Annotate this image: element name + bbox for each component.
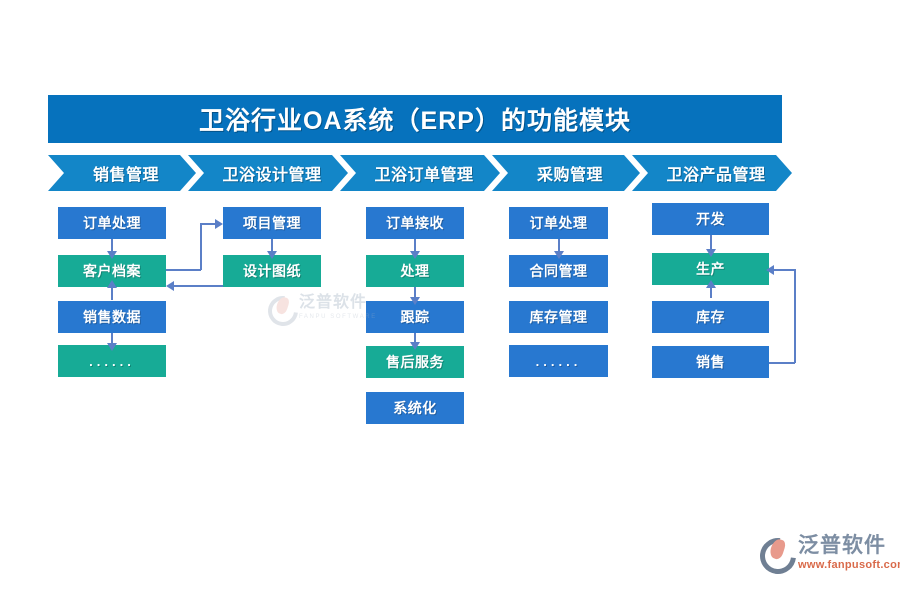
flow-line-horizontal bbox=[200, 223, 215, 225]
flow-line-horizontal bbox=[769, 362, 795, 364]
flow-arrow-vertical bbox=[410, 239, 420, 259]
flow-line-horizontal bbox=[771, 269, 796, 271]
process-box-label: 设计图纸 bbox=[243, 263, 301, 279]
process-box-label: 合同管理 bbox=[529, 263, 588, 279]
flow-arrowhead bbox=[766, 265, 774, 275]
chevron-step-label: 卫浴设计管理 bbox=[222, 167, 322, 184]
process-box[interactable]: 库存管理 bbox=[509, 301, 608, 333]
process-box-label: 开发 bbox=[696, 211, 725, 227]
flow-arrow-vertical bbox=[107, 239, 117, 259]
process-box-label: 销售 bbox=[696, 354, 725, 370]
flow-line-horizontal bbox=[172, 285, 223, 287]
flow-arrow-vertical bbox=[107, 280, 117, 300]
flow-arrowhead bbox=[215, 219, 223, 229]
flow-arrow-vertical bbox=[267, 239, 277, 259]
flow-line-vertical bbox=[200, 223, 202, 270]
fanpu-logo-icon bbox=[752, 530, 804, 582]
process-box-label: 订单处理 bbox=[83, 215, 141, 231]
flow-arrow-vertical bbox=[705, 235, 716, 257]
logo-company-name: 泛普软件 bbox=[798, 534, 886, 557]
process-box[interactable]: 处理 bbox=[366, 255, 464, 287]
chevron-step-label: 采购管理 bbox=[536, 167, 603, 184]
process-box[interactable]: 合同管理 bbox=[509, 255, 608, 287]
chevron-step-label: 卫浴产品管理 bbox=[666, 167, 766, 184]
flow-arrow-vertical bbox=[410, 333, 420, 350]
chevron-step-2[interactable]: 卫浴设计管理 bbox=[188, 155, 348, 191]
process-box[interactable]: ...... bbox=[509, 345, 608, 377]
chevron-step-label: 卫浴订单管理 bbox=[374, 167, 474, 184]
title-banner: 卫浴行业OA系统（ERP）的功能模块 bbox=[48, 95, 782, 143]
process-box-label: ...... bbox=[535, 353, 582, 369]
process-box-label: 客户档案 bbox=[83, 263, 141, 279]
chevron-step-5[interactable]: 卫浴产品管理 bbox=[632, 155, 792, 191]
chevron-step-4[interactable]: 采购管理 bbox=[492, 155, 640, 191]
process-box[interactable]: 订单接收 bbox=[366, 207, 464, 239]
chevron-step-1[interactable]: 销售管理 bbox=[48, 155, 196, 191]
fanpu-logo-mark-icon bbox=[261, 289, 305, 333]
process-box-label: 项目管理 bbox=[243, 215, 301, 231]
process-box-label: 库存管理 bbox=[529, 309, 588, 325]
flow-arrow-vertical bbox=[553, 239, 564, 259]
process-box[interactable]: ...... bbox=[58, 345, 166, 377]
process-box[interactable]: 项目管理 bbox=[223, 207, 321, 239]
process-box[interactable]: 库存 bbox=[652, 301, 769, 333]
flow-arrow-vertical bbox=[107, 333, 117, 351]
process-box-label: 售后服务 bbox=[386, 354, 444, 370]
process-box[interactable]: 售后服务 bbox=[366, 346, 464, 378]
process-box[interactable]: 生产 bbox=[652, 253, 769, 285]
process-box-label: 处理 bbox=[400, 263, 430, 279]
process-box-label: ...... bbox=[89, 353, 135, 369]
flow-arrowhead bbox=[166, 281, 174, 291]
process-box[interactable]: 开发 bbox=[652, 203, 769, 235]
flow-line-vertical bbox=[794, 269, 796, 363]
process-box[interactable]: 跟踪 bbox=[366, 301, 464, 333]
process-box[interactable]: 设计图纸 bbox=[223, 255, 321, 287]
company-logo: 泛普软件 www.fanpusoft.com bbox=[752, 530, 900, 587]
process-box[interactable]: 销售数据 bbox=[58, 301, 166, 333]
flow-arrow-vertical bbox=[705, 280, 716, 298]
process-box-label: 订单处理 bbox=[529, 215, 588, 231]
process-box-label: 销售数据 bbox=[83, 309, 141, 325]
process-box-label: 系统化 bbox=[393, 400, 437, 416]
process-box[interactable]: 订单处理 bbox=[509, 207, 608, 239]
chevron-step-3[interactable]: 卫浴订单管理 bbox=[340, 155, 500, 191]
process-box[interactable]: 订单处理 bbox=[58, 207, 166, 239]
flow-arrow-vertical bbox=[410, 287, 420, 305]
chevron-row: 销售管理 卫浴设计管理 卫浴订单管理 采购管理 卫浴产品管理 bbox=[48, 155, 788, 191]
process-box-label: 跟踪 bbox=[400, 309, 430, 325]
chevron-step-label: 销售管理 bbox=[92, 167, 159, 184]
process-box-label: 库存 bbox=[696, 309, 725, 325]
process-box[interactable]: 销售 bbox=[652, 346, 769, 378]
process-box-label: 生产 bbox=[696, 261, 725, 277]
logo-website-url: www.fanpusoft.com bbox=[798, 559, 900, 571]
flow-line-horizontal bbox=[166, 269, 201, 271]
page-title: 卫浴行业OA系统（ERP）的功能模块 bbox=[199, 107, 631, 135]
process-box-label: 订单接收 bbox=[386, 215, 444, 231]
process-box[interactable]: 系统化 bbox=[366, 392, 464, 424]
